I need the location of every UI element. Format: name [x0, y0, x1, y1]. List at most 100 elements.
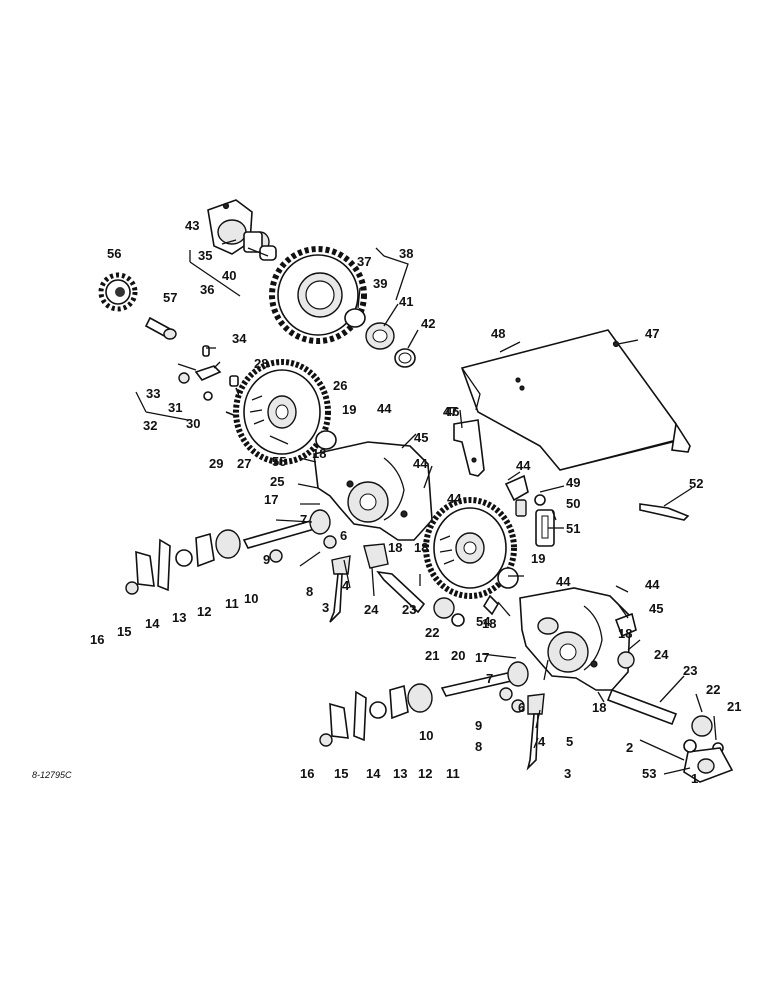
callout-20: 20	[451, 648, 465, 663]
callout-46: 46	[445, 404, 459, 419]
callout-33: 33	[146, 386, 160, 401]
callout-18e: 18	[592, 700, 606, 715]
callout-17b: 17	[475, 650, 489, 665]
callout-27: 27	[237, 456, 251, 471]
callout-36: 36	[200, 282, 214, 297]
callout-40: 40	[222, 268, 236, 283]
callout-41: 41	[399, 294, 413, 309]
callout-42: 42	[421, 316, 435, 331]
callout-5: 5	[566, 734, 573, 749]
callout-28: 28	[254, 356, 268, 371]
callout-12: 12	[197, 604, 211, 619]
callout-3b: 3	[564, 766, 571, 781]
callout-6b: 6	[518, 700, 525, 715]
callout-31: 31	[168, 400, 182, 415]
callout-13: 13	[172, 610, 186, 625]
callout-44d: 44	[516, 458, 531, 473]
callout-13b: 13	[393, 766, 407, 781]
callout-47b: 47	[443, 404, 457, 419]
callout-11: 11	[225, 596, 239, 611]
callout-19: 19	[342, 402, 356, 417]
callout-45b: 45	[649, 601, 663, 616]
callout-44: 44	[377, 401, 392, 416]
upper-gear-housing	[313, 441, 433, 541]
callout-17: 17	[264, 492, 278, 507]
callout-19b: 19	[531, 551, 545, 566]
leader-lines	[135, 239, 717, 775]
callout-15b: 15	[334, 766, 348, 781]
bracket-assembly	[207, 199, 277, 261]
callout-55: 55	[272, 454, 286, 469]
callout-49: 49	[566, 475, 580, 490]
callout-labels: 1 2 3 3 4 4 5 6 6 7 7 8 8 9 9 10 10 11 1…	[90, 218, 741, 786]
cover-plate	[460, 329, 691, 471]
callout-38: 38	[399, 246, 413, 261]
callout-7: 7	[300, 512, 307, 527]
callout-4: 4	[342, 578, 350, 593]
figure-code: 8-12795C	[32, 770, 72, 780]
callout-2: 2	[626, 740, 633, 755]
callout-18b: 18	[388, 540, 402, 555]
callout-18f: 18	[618, 626, 632, 641]
callout-34: 34	[232, 331, 247, 346]
callout-54: 54	[476, 614, 491, 629]
callout-24b: 24	[654, 647, 669, 662]
callout-43: 43	[185, 218, 199, 233]
callout-4b: 4	[538, 734, 546, 749]
small-sprocket	[98, 272, 138, 312]
callout-45: 45	[414, 430, 428, 445]
callout-23b: 23	[683, 663, 697, 678]
callout-18: 18	[312, 446, 326, 461]
large-spur-gear	[269, 246, 367, 344]
callout-10b: 10	[419, 728, 433, 743]
callout-23: 23	[402, 602, 416, 617]
callout-44b: 44	[413, 456, 428, 471]
callout-48: 48	[491, 326, 505, 341]
callout-11b: 11	[446, 766, 460, 781]
callout-39: 39	[373, 276, 387, 291]
lower-gear-housing	[519, 587, 631, 691]
callout-18d: 18	[482, 616, 496, 631]
callout-9: 9	[263, 552, 270, 567]
callout-9b: 9	[475, 718, 482, 733]
upper-bevel-gear	[233, 359, 331, 465]
callout-7b: 7	[486, 671, 493, 686]
callout-14: 14	[145, 616, 160, 631]
callout-53: 53	[642, 766, 656, 781]
callout-29: 29	[209, 456, 223, 471]
callout-1: 1	[691, 771, 698, 786]
callout-47: 47	[645, 326, 659, 341]
callout-51: 51	[566, 521, 580, 536]
callout-12b: 12	[418, 766, 432, 781]
callout-44f: 44	[645, 577, 660, 592]
callout-10: 10	[244, 591, 258, 606]
callout-8: 8	[306, 584, 313, 599]
callout-44c: 44	[447, 491, 462, 506]
callout-16b: 16	[300, 766, 314, 781]
callout-56: 56	[107, 246, 121, 261]
callout-14b: 14	[366, 766, 381, 781]
callout-37: 37	[357, 254, 371, 269]
callout-16: 16	[90, 632, 104, 647]
callout-52: 52	[689, 476, 703, 491]
callout-8b: 8	[475, 739, 482, 754]
callout-24: 24	[364, 602, 379, 617]
callout-44e: 44	[556, 574, 571, 589]
lower-bevel-gear	[423, 497, 517, 599]
callout-3: 3	[322, 600, 329, 615]
callout-35: 35	[198, 248, 212, 263]
callout-18c: 18	[414, 540, 428, 555]
callout-21b: 21	[727, 699, 741, 714]
callout-22b: 22	[706, 682, 720, 697]
callout-32: 32	[143, 418, 157, 433]
callout-25: 25	[270, 474, 284, 489]
callout-57: 57	[163, 290, 177, 305]
callout-15: 15	[117, 624, 131, 639]
callout-26: 26	[333, 378, 347, 393]
callout-30: 30	[186, 416, 200, 431]
callout-21: 21	[425, 648, 439, 663]
callout-50: 50	[566, 496, 580, 511]
callout-22: 22	[425, 625, 439, 640]
callout-6: 6	[340, 528, 347, 543]
